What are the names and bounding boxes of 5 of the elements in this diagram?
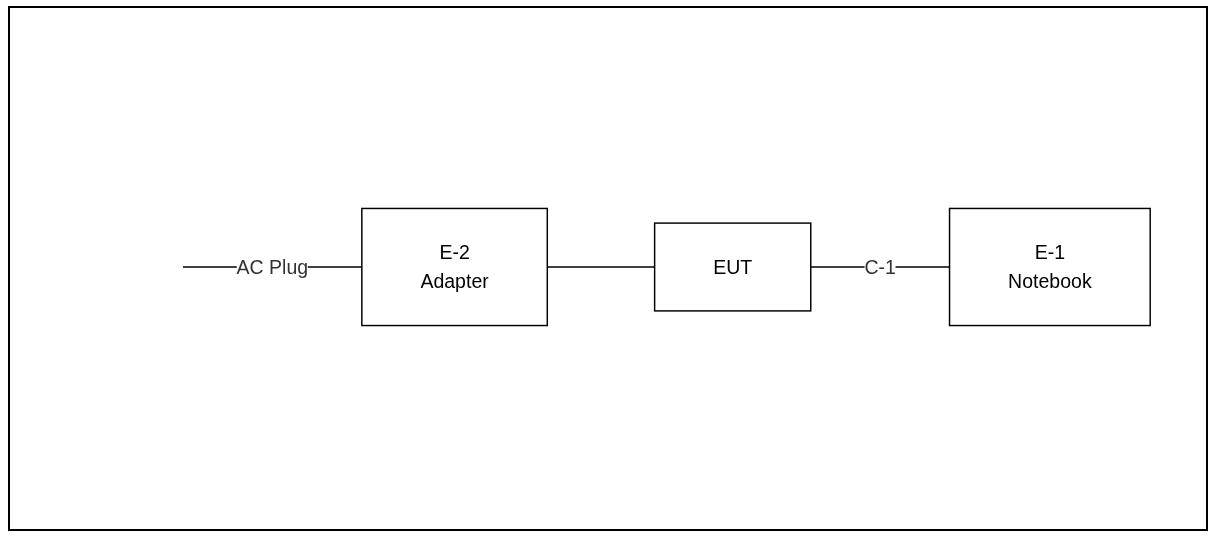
node-box: E-1 Notebook — [948, 207, 1151, 326]
edge-label: AC Plug — [236, 255, 309, 278]
node-box: E-2 Adapter — [361, 207, 549, 326]
edge-label: C-1 — [864, 255, 896, 278]
node-box: EUT — [653, 221, 812, 312]
